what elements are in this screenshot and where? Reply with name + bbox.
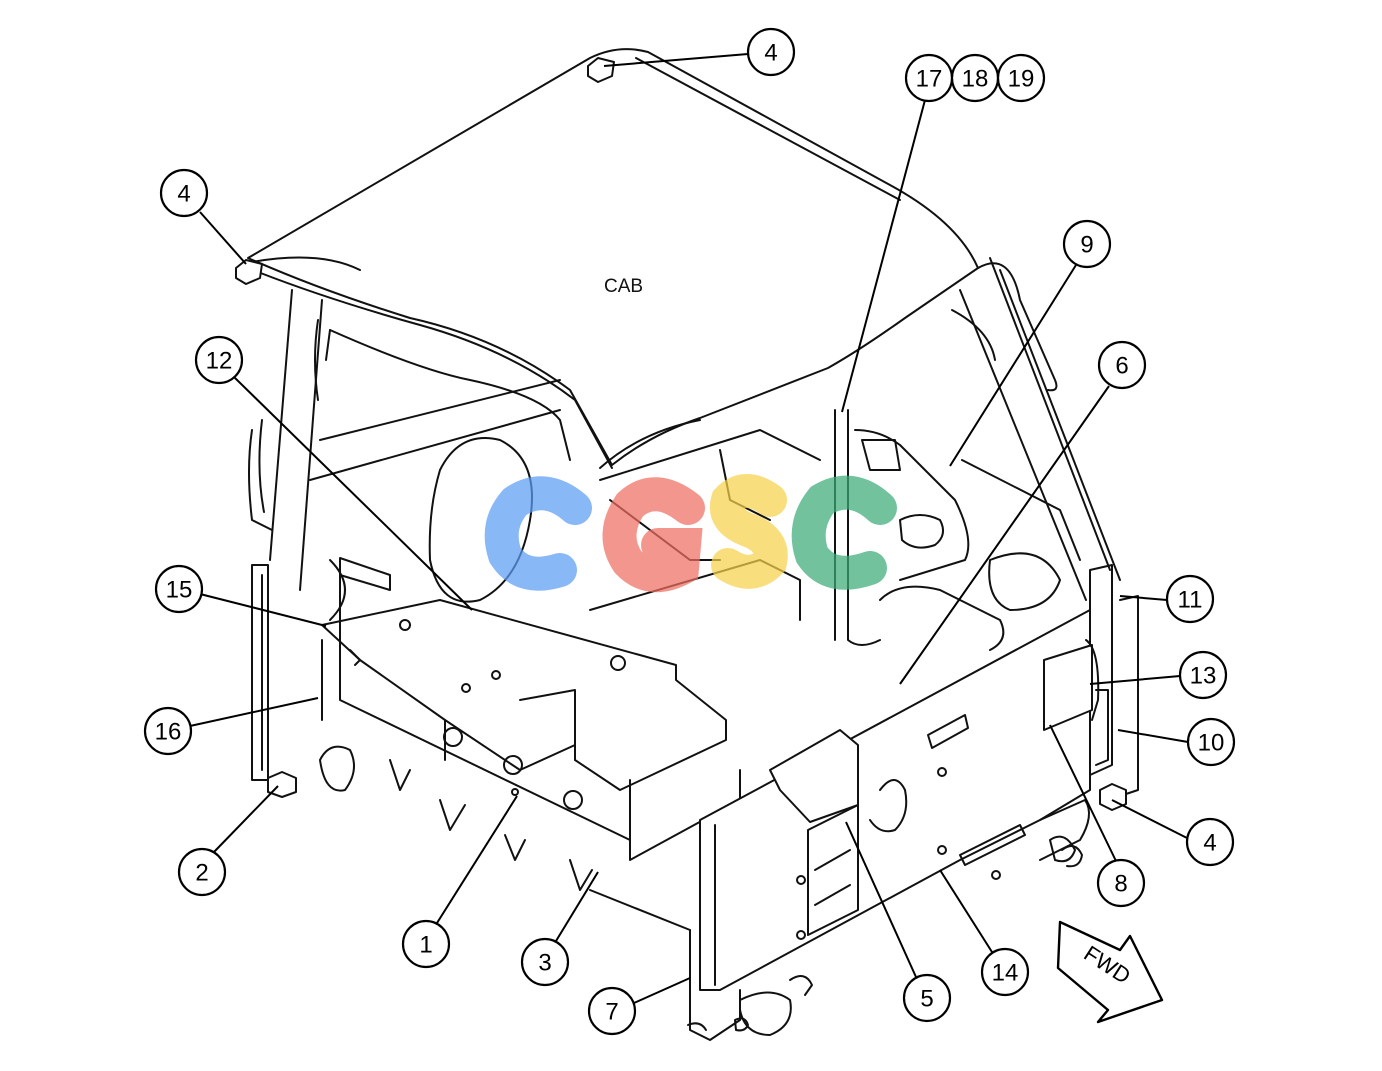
svg-text:19: 19	[1008, 66, 1035, 93]
callout-19: 19	[996, 53, 1046, 103]
right-rear-post	[959, 257, 1121, 601]
svg-text:18: 18	[962, 66, 989, 93]
left-rear-post	[269, 289, 323, 591]
callout-17: 17	[904, 53, 954, 103]
callout-4-right: 4	[1185, 817, 1235, 867]
leader-11	[1119, 595, 1168, 601]
leader-9	[949, 264, 1077, 467]
callout-18: 18	[950, 53, 1000, 103]
leader-10	[1117, 729, 1189, 743]
svg-text:1: 1	[419, 932, 432, 959]
leader-7	[633, 977, 691, 1004]
svg-text:7: 7	[605, 999, 618, 1026]
callout-12: 12	[194, 335, 244, 385]
svg-text:17: 17	[916, 66, 943, 93]
leader-4c	[1111, 799, 1188, 839]
callout-16: 16	[143, 706, 193, 756]
fwd-arrow: FWD	[1056, 920, 1164, 1024]
leader-lines	[189, 53, 1189, 1004]
leader-17	[841, 99, 926, 413]
leader-1	[436, 795, 518, 924]
callout-3: 3	[520, 937, 570, 987]
right-door-frame	[834, 409, 881, 646]
callout-9: 9	[1062, 219, 1112, 269]
leader-4b	[199, 211, 247, 265]
decal-plate	[1043, 644, 1093, 731]
callout-4-left: 4	[159, 168, 209, 218]
mount-left-bottom	[267, 771, 297, 798]
callout-8: 8	[1096, 858, 1146, 908]
svg-text:3: 3	[538, 950, 551, 977]
callout-6: 6	[1097, 340, 1147, 390]
svg-text:2: 2	[195, 860, 208, 887]
watermark-c-green	[791, 475, 897, 590]
callout-15: 15	[154, 564, 204, 614]
callout-1: 1	[401, 919, 451, 969]
svg-text:6: 6	[1115, 353, 1128, 380]
leader-15	[199, 593, 327, 627]
leader-6	[899, 385, 1110, 685]
svg-text:9: 9	[1080, 232, 1093, 259]
callout-4-top: 4	[746, 27, 796, 77]
roof-mount-top	[587, 57, 615, 83]
callout-10: 10	[1186, 717, 1236, 767]
callout-13: 13	[1178, 650, 1228, 700]
leader-4a	[603, 53, 749, 67]
svg-text:11: 11	[1178, 587, 1203, 614]
leader-14	[939, 869, 993, 953]
svg-text:12: 12	[206, 348, 233, 375]
floor-plate	[321, 599, 727, 791]
cab-roof	[247, 48, 979, 466]
svg-text:16: 16	[155, 719, 182, 746]
callout-5: 5	[902, 973, 952, 1023]
svg-text:15: 15	[166, 577, 193, 604]
svg-text:14: 14	[992, 960, 1019, 987]
callout-11: 11	[1165, 574, 1215, 624]
svg-text:4: 4	[177, 181, 190, 208]
svg-text:13: 13	[1190, 663, 1217, 690]
callout-7: 7	[587, 986, 637, 1036]
fwd-arrow-shape	[1056, 920, 1164, 1024]
watermark-logo	[484, 474, 897, 593]
leader-13	[1089, 675, 1181, 685]
leader-8	[1049, 724, 1117, 862]
watermark-s-yellow	[710, 474, 788, 589]
leader-16	[189, 697, 319, 727]
roof-mount-left	[235, 259, 263, 285]
callouts: 4 17 18 19 4 9 12 6 15 11 13 16 10 4 2 8…	[143, 27, 1236, 1036]
watermark-c-blue	[484, 476, 592, 591]
leader-5	[845, 821, 917, 978]
svg-text:10: 10	[1198, 730, 1225, 757]
floor-frame-drawing	[251, 557, 1139, 1041]
cab-label: CAB	[604, 276, 643, 297]
leader-3	[555, 871, 599, 942]
watermark-g-red	[602, 477, 705, 593]
svg-text:8: 8	[1114, 871, 1127, 898]
front-wall-panel	[699, 609, 1091, 991]
leader-12	[233, 376, 473, 611]
leader-2	[213, 785, 279, 853]
svg-text:4: 4	[764, 40, 777, 67]
svg-text:4: 4	[1203, 830, 1216, 857]
callout-14: 14	[980, 947, 1030, 997]
svg-text:5: 5	[920, 986, 933, 1013]
callout-2: 2	[177, 847, 227, 897]
left-side-plate	[251, 564, 269, 781]
